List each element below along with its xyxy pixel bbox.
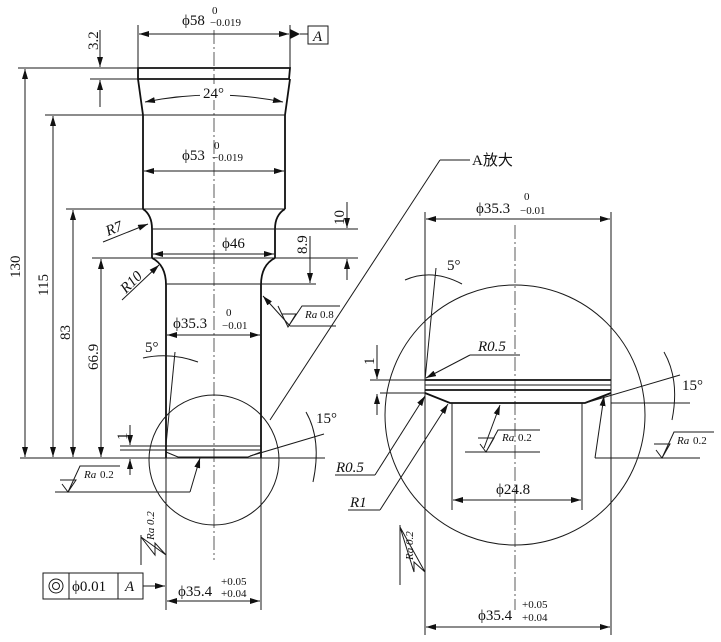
detail-roughness-ra02-side: Ra 0.2	[399, 525, 426, 585]
roughness-ra02-bottom: Ra 0.2	[55, 457, 201, 493]
ra02-side-label: Ra 0.2	[145, 511, 157, 541]
detail-view-outline	[380, 212, 690, 635]
d53-upper: 0	[214, 140, 220, 152]
detail-angle5-line	[424, 267, 437, 381]
detail-leader-line	[269, 159, 441, 421]
detail-ra02-right-ra: Ra	[676, 435, 690, 447]
detail-angle15-arc	[663, 351, 676, 421]
detail-roughness-ra02-right: Ra 0.2	[594, 395, 714, 459]
d53-base: ϕ53	[182, 148, 205, 164]
concentricity-icon	[48, 578, 64, 594]
detail-ra02-side-label: Ra 0.2	[404, 531, 416, 561]
datum-a-label: A	[312, 29, 323, 45]
detail-ra02-right-value: 0.2	[693, 435, 707, 447]
detail-angle15-label: 15°	[682, 378, 703, 394]
d83-label: 83	[58, 325, 74, 340]
angle-5-line	[165, 351, 176, 446]
d669-label: 66.9	[86, 344, 102, 370]
ra02-bottom-value: 0.2	[100, 469, 114, 481]
detail-d354-base: ϕ35.4	[478, 608, 513, 624]
roughness-ra02-side: Ra 0.2	[140, 511, 167, 565]
d10-label: 10	[332, 210, 348, 225]
detail-d1-label: 1	[362, 358, 378, 366]
d46-label: ϕ46	[222, 236, 245, 252]
ra02-bottom-ra: Ra	[83, 469, 97, 481]
d58-lower: −0.019	[210, 17, 241, 29]
d130-label: 130	[8, 256, 24, 279]
angle-24-label: 24°	[203, 86, 224, 102]
r7-leader	[102, 223, 149, 243]
roughness-ra08: Ra 0.8	[262, 295, 340, 329]
angle-5-arc	[142, 355, 199, 363]
main-view-part-outline	[137, 30, 316, 610]
dim-3-2: 3.2	[86, 30, 138, 107]
d58-base: ϕ58	[182, 13, 205, 29]
angle-5-label: 5°	[145, 340, 159, 356]
d353-base: ϕ35.3	[173, 316, 207, 332]
tolerance-datum: A	[124, 579, 135, 595]
angle-15-line	[249, 433, 325, 457]
detail-ra02-center-value: 0.2	[518, 432, 532, 444]
detail-d353-upper: 0	[524, 191, 530, 203]
d32-label: 3.2	[86, 31, 102, 50]
d354-base: ϕ35.4	[178, 584, 213, 600]
detail-d354-upper: +0.05	[522, 599, 548, 611]
concentricity-tolerance-frame: ϕ0.01 A	[42, 572, 165, 600]
d115-label: 115	[36, 274, 52, 296]
detail-r05-top-label: R0.5	[477, 339, 506, 355]
d353-lower: −0.01	[222, 320, 247, 332]
r10-leader	[121, 264, 160, 301]
d354-upper: +0.05	[221, 576, 247, 588]
d53-lower: −0.019	[212, 152, 243, 164]
d89-label: 8.9	[295, 235, 311, 254]
detail-d248-label: ϕ24.8	[496, 482, 530, 498]
detail-r05-left-leader	[374, 395, 426, 476]
d58-upper: 0	[212, 5, 218, 17]
detail-d354-lower: +0.04	[522, 612, 548, 624]
dim-10-8-9: 10 8.9	[275, 202, 358, 283]
detail-angle5-label: 5°	[447, 258, 461, 274]
detail-title: A放大	[472, 152, 513, 169]
detail-d353-lower: −0.01	[520, 205, 545, 217]
angle-15-arc	[305, 411, 317, 483]
detail-d353-base: ϕ35.3	[476, 201, 510, 217]
detail-r1-leader	[379, 403, 449, 511]
detail-r05-left-label: R0.5	[335, 460, 364, 476]
d354-lower: +0.04	[221, 588, 247, 600]
height-dims: 130 115 83 66.9	[8, 67, 325, 459]
r7-label: R7	[103, 218, 127, 240]
r10-label: R10	[117, 268, 146, 297]
detail-r05-top-leader	[425, 354, 471, 379]
ra08-ra: Ra	[304, 309, 318, 321]
detail-roughness-ra02-center: Ra 0.2	[465, 404, 540, 453]
dim-d58: A ϕ58 0 −0.019	[137, 5, 329, 68]
detail-ra02-center-ra: Ra	[501, 432, 515, 444]
detail-angle5-arc	[404, 274, 463, 285]
d1-label: 1	[115, 433, 131, 441]
ra08-value: 0.8	[320, 309, 334, 321]
d353-upper: 0	[226, 307, 232, 319]
tolerance-value: ϕ0.01	[72, 579, 106, 595]
detail-r1-label: R1	[349, 495, 367, 511]
angle-15-label: 15°	[316, 411, 337, 427]
